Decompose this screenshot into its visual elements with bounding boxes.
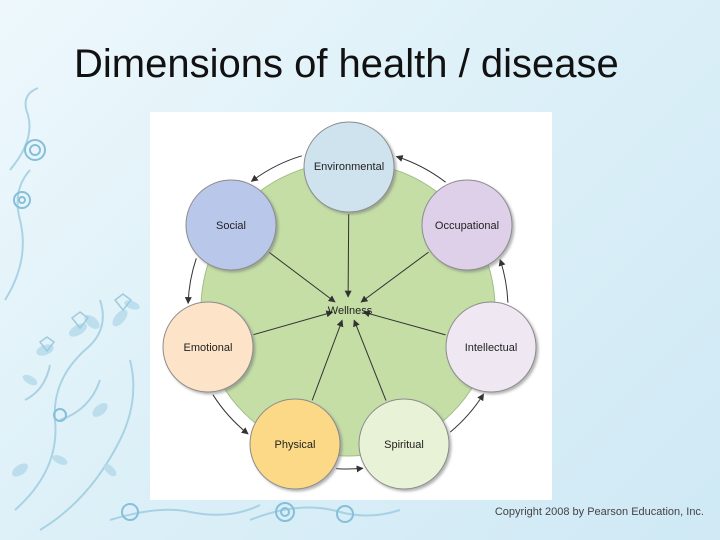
emotional-circle [162,301,254,393]
node-spiritual: Spiritual [358,398,450,490]
node-physical: Physical [249,398,341,490]
ring-arrow-environmental-to-social [250,155,302,182]
node-occupational: Occupational [421,179,513,271]
emotional-label: Emotional [184,342,233,354]
physical-circle [249,398,341,490]
arrow-emotional-to-wellness [253,310,334,336]
occupational-circle [421,179,513,271]
arrow-occupational-to-wellness [360,251,429,303]
wellness-diagram-svg: Wellness Environmental Occupational Inte… [162,121,537,490]
ring-arrow-emotional-to-physical [212,394,249,435]
arrow-spiritual-to-wellness [353,319,387,401]
center-arrows [253,213,446,401]
ring-arrow-occupational-to-environmental [395,155,446,183]
ring-arrows [184,155,509,473]
intellectual-label: Intellectual [465,342,518,354]
ring-arrow-intellectual-to-occupational [498,258,509,303]
node-intellectual: Intellectual [445,301,537,393]
wellness-diagram: Wellness Environmental Occupational Inte… [150,112,552,500]
arrow-environmental-to-wellness [344,213,352,298]
intellectual-circle [445,301,537,393]
social-label: Social [216,220,246,232]
arrow-intellectual-to-wellness [362,310,446,336]
node-social: Social [185,179,277,271]
node-environmental: Environmental [303,121,395,213]
wellness-label: Wellness [328,305,373,317]
occupational-label: Occupational [435,220,499,232]
spiritual-label: Spiritual [384,439,424,451]
dimension-nodes: Environmental Occupational Intellectual … [162,121,537,490]
ring-arrow-spiritual-to-intellectual [449,393,485,433]
arrow-social-to-wellness [268,252,336,303]
social-circle [185,179,277,271]
node-emotional: Emotional [162,301,254,393]
spiritual-circle [358,398,450,490]
environmental-label: Environmental [314,161,384,173]
slide-title: Dimensions of health / disease [74,42,619,86]
arrow-physical-to-wellness [311,319,344,401]
environmental-circle [303,121,395,213]
copyright-notice: Copyright 2008 by Pearson Education, Inc… [494,506,704,518]
ring-arrow-physical-to-spiritual [336,465,364,473]
physical-label: Physical [275,439,316,451]
ring-arrow-social-to-emotional [184,258,197,305]
